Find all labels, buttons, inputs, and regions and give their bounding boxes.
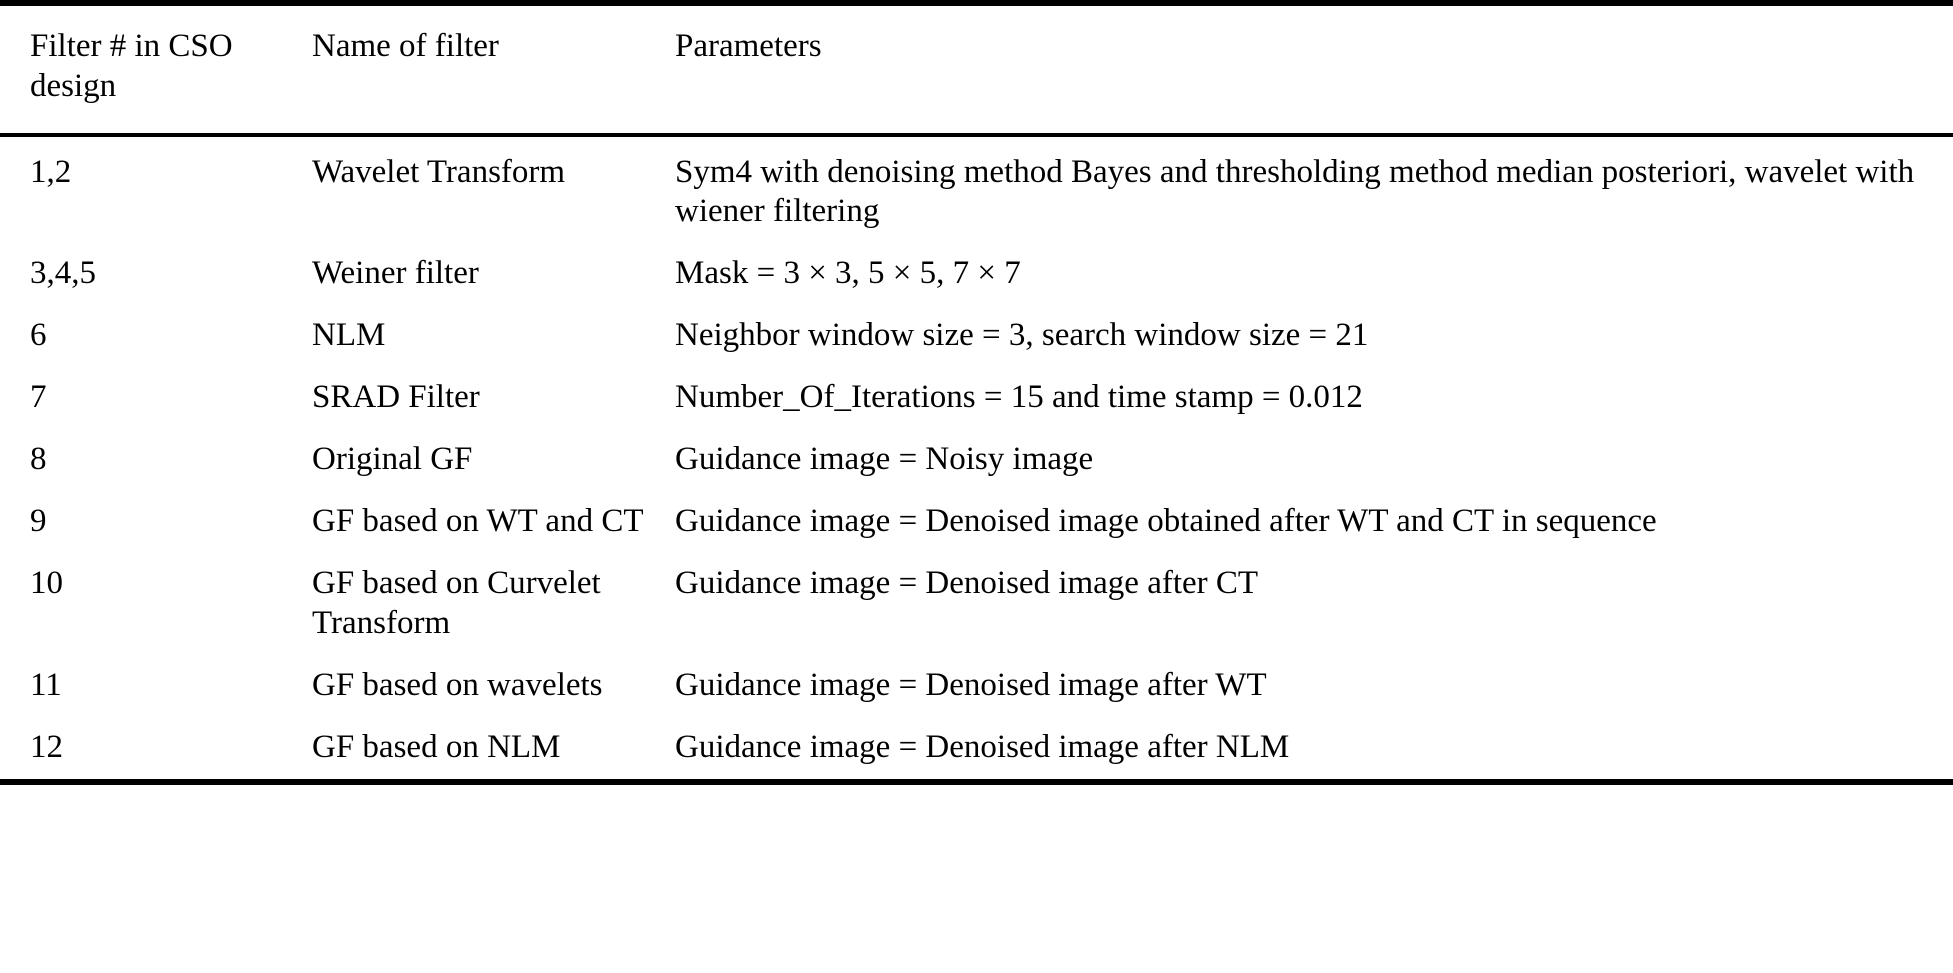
cell-filter-name: Original GF	[312, 441, 473, 478]
cell-filter-number: 1,2	[30, 153, 72, 190]
cell-parameters: Number_Of_Iterations = 15 and time stamp…	[675, 379, 1363, 416]
cell-filter-name: Wavelet Transform	[312, 153, 566, 190]
cell-filter-number: 8	[30, 441, 47, 478]
table-row: 11 GF based on wavelets Guidance image =…	[0, 655, 1953, 717]
cell-parameters: Guidance image = Denoised image after CT	[675, 564, 1259, 601]
table-row: 9 GF based on WT and CT Guidance image =…	[0, 491, 1953, 553]
cell-filter-name: NLM	[312, 317, 386, 354]
column-header-filter-number: Filter # in CSO design	[30, 28, 233, 105]
cell-filter-name: GF based on WT and CT	[312, 503, 644, 540]
column-header-filter-name: Name of filter	[312, 28, 499, 64]
cell-parameters: Sym4 with denoising method Bayes and thr…	[675, 153, 1915, 230]
cell-parameters: Guidance image = Denoised image after WT	[675, 666, 1267, 703]
cell-parameters: Mask = 3 × 3, 5 × 5, 7 × 7	[675, 255, 1021, 292]
cell-filter-number: 10	[30, 564, 63, 601]
cell-filter-name: GF based on Curvelet Transform	[312, 564, 601, 641]
cell-filter-number: 9	[30, 503, 47, 540]
table-row: 7 SRAD Filter Number_Of_Iterations = 15 …	[0, 367, 1953, 429]
cell-filter-number: 12	[30, 728, 63, 765]
cell-filter-number: 6	[30, 317, 47, 354]
table-rule-bottom	[0, 778, 1953, 788]
cell-parameters: Guidance image = Noisy image	[675, 441, 1094, 478]
cell-parameters: Guidance image = Denoised image obtained…	[675, 503, 1657, 540]
cell-filter-number: 3,4,5	[30, 255, 96, 292]
cell-filter-number: 7	[30, 379, 47, 416]
cell-filter-name: GF based on wavelets	[312, 666, 603, 703]
cell-parameters: Neighbor window size = 3, search window …	[675, 317, 1369, 354]
cell-filter-name: Weiner filter	[312, 255, 479, 292]
cell-filter-name: GF based on NLM	[312, 728, 561, 765]
table-row: 1,2 Wavelet Transform Sym4 with denoisin…	[0, 137, 1953, 244]
table-row: 3,4,5 Weiner filter Mask = 3 × 3, 5 × 5,…	[0, 243, 1953, 305]
header-row: Filter # in CSO design Name of filter Pa…	[0, 6, 1953, 135]
cell-filter-name: SRAD Filter	[312, 379, 480, 416]
table-body: 1,2 Wavelet Transform Sym4 with denoisin…	[0, 137, 1953, 788]
table-row: 12 GF based on NLM Guidance image = Deno…	[0, 717, 1953, 782]
table-header: Filter # in CSO design Name of filter Pa…	[0, 0, 1953, 139]
table-row: 6 NLM Neighbor window size = 3, search w…	[0, 305, 1953, 367]
table-row: 8 Original GF Guidance image = Noisy ima…	[0, 429, 1953, 491]
cell-parameters: Guidance image = Denoised image after NL…	[675, 728, 1290, 765]
column-header-parameters: Parameters	[675, 28, 822, 64]
table-row: 10 GF based on Curvelet Transform Guidan…	[0, 553, 1953, 655]
cell-filter-number: 11	[30, 666, 62, 703]
filter-parameters-table: Filter # in CSO design Name of filter Pa…	[0, 0, 1953, 788]
rule-line-bottom	[0, 778, 1953, 788]
